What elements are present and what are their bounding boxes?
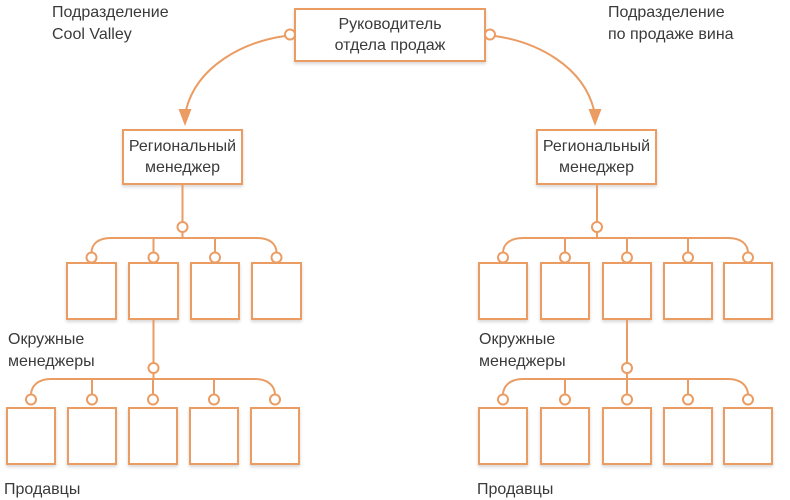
node-district-manager-box [66,262,117,320]
connection-point [682,393,694,406]
connection-point [497,251,509,264]
node-sales-department-head-line2: отдела продаж [334,37,446,54]
node-district-manager-box [723,262,773,320]
arrowhead-down-icon [178,109,192,126]
fan-line [502,237,749,254]
label-division-wine-sales: Подразделение по продаже вина [608,2,734,46]
node-salesperson-box [189,407,239,465]
node-district-manager-box [602,262,652,320]
connection-point [621,251,633,264]
label-district-managers-right-line2: менеджеры [479,353,566,370]
connection-point [25,393,37,406]
fan-line [502,378,749,396]
node-district-manager-box [251,262,302,320]
node-salesperson-box [6,407,56,465]
connection-point [209,251,221,264]
node-regional-manager-left-line2: менеджер [144,159,221,176]
connection-point [742,251,754,264]
node-sales-department-head: Руководитель отдела продаж [294,8,486,62]
right-tree-upper-fan [497,185,754,264]
label-district-managers-left: Окружные менеджеры [8,329,95,373]
node-regional-manager-right-line2: менеджер [558,159,635,176]
label-division-cool-valley-line1: Подразделение [52,4,169,21]
connection-point [85,251,98,264]
curve-root-to-right-regional [494,35,595,111]
connection-point [269,393,281,406]
arrowhead-down-icon [588,109,602,126]
label-district-managers-left-line2: менеджеры [8,353,95,370]
connection-point [147,251,160,264]
node-salesperson-box [478,407,528,465]
label-district-managers-right: Окружные менеджеры [479,329,566,373]
node-district-manager-box [663,262,713,320]
node-district-manager-box [190,262,240,320]
label-salespeople-right: Продавцы [477,481,554,498]
connection-point [147,362,160,374]
label-division-wine-sales-line2: по продаже вина [608,26,734,43]
connection-point [484,28,496,41]
node-district-manager-box [128,262,179,320]
label-division-cool-valley: Подразделение Cool Valley [52,2,169,46]
curve-root-to-left-regional [185,35,286,111]
label-salespeople-left: Продавцы [4,481,81,498]
node-salesperson-box [540,407,590,465]
node-regional-manager-left: Региональный менеджер [122,129,243,185]
node-salesperson-box [128,407,178,465]
connection-point [176,221,189,233]
node-salesperson-box [663,407,713,465]
node-regional-manager-left-line1: Региональный [128,138,237,155]
connection-point [559,251,571,264]
node-district-manager-box [540,262,590,320]
node-salesperson-box [602,407,652,465]
connection-point [270,251,283,264]
label-district-managers-left-line1: Окружные [8,331,85,348]
node-salesperson-box [723,407,773,465]
connection-point [621,393,633,406]
connection-point [497,393,509,406]
connection-point [147,393,159,406]
fan-line [30,378,276,396]
connection-point [208,393,220,406]
label-district-managers-right-line1: Окружные [479,331,556,348]
connection-point [682,251,694,264]
node-regional-manager-right: Региональный менеджер [536,129,657,185]
fan-line [90,237,278,254]
node-regional-manager-right-line1: Региональный [542,138,651,155]
node-district-manager-box [478,262,528,320]
label-division-cool-valley-line2: Cool Valley [52,26,132,43]
node-salesperson-box [250,407,300,465]
label-division-wine-sales-line1: Подразделение [608,4,725,21]
connection-point [591,221,603,233]
connection-point [86,393,98,406]
left-tree-upper-fan [85,185,283,264]
node-sales-department-head-line1: Руководитель [338,16,442,33]
connection-point [559,393,571,406]
node-salesperson-box [67,407,117,465]
connection-point [621,362,633,374]
connection-point [742,393,754,406]
